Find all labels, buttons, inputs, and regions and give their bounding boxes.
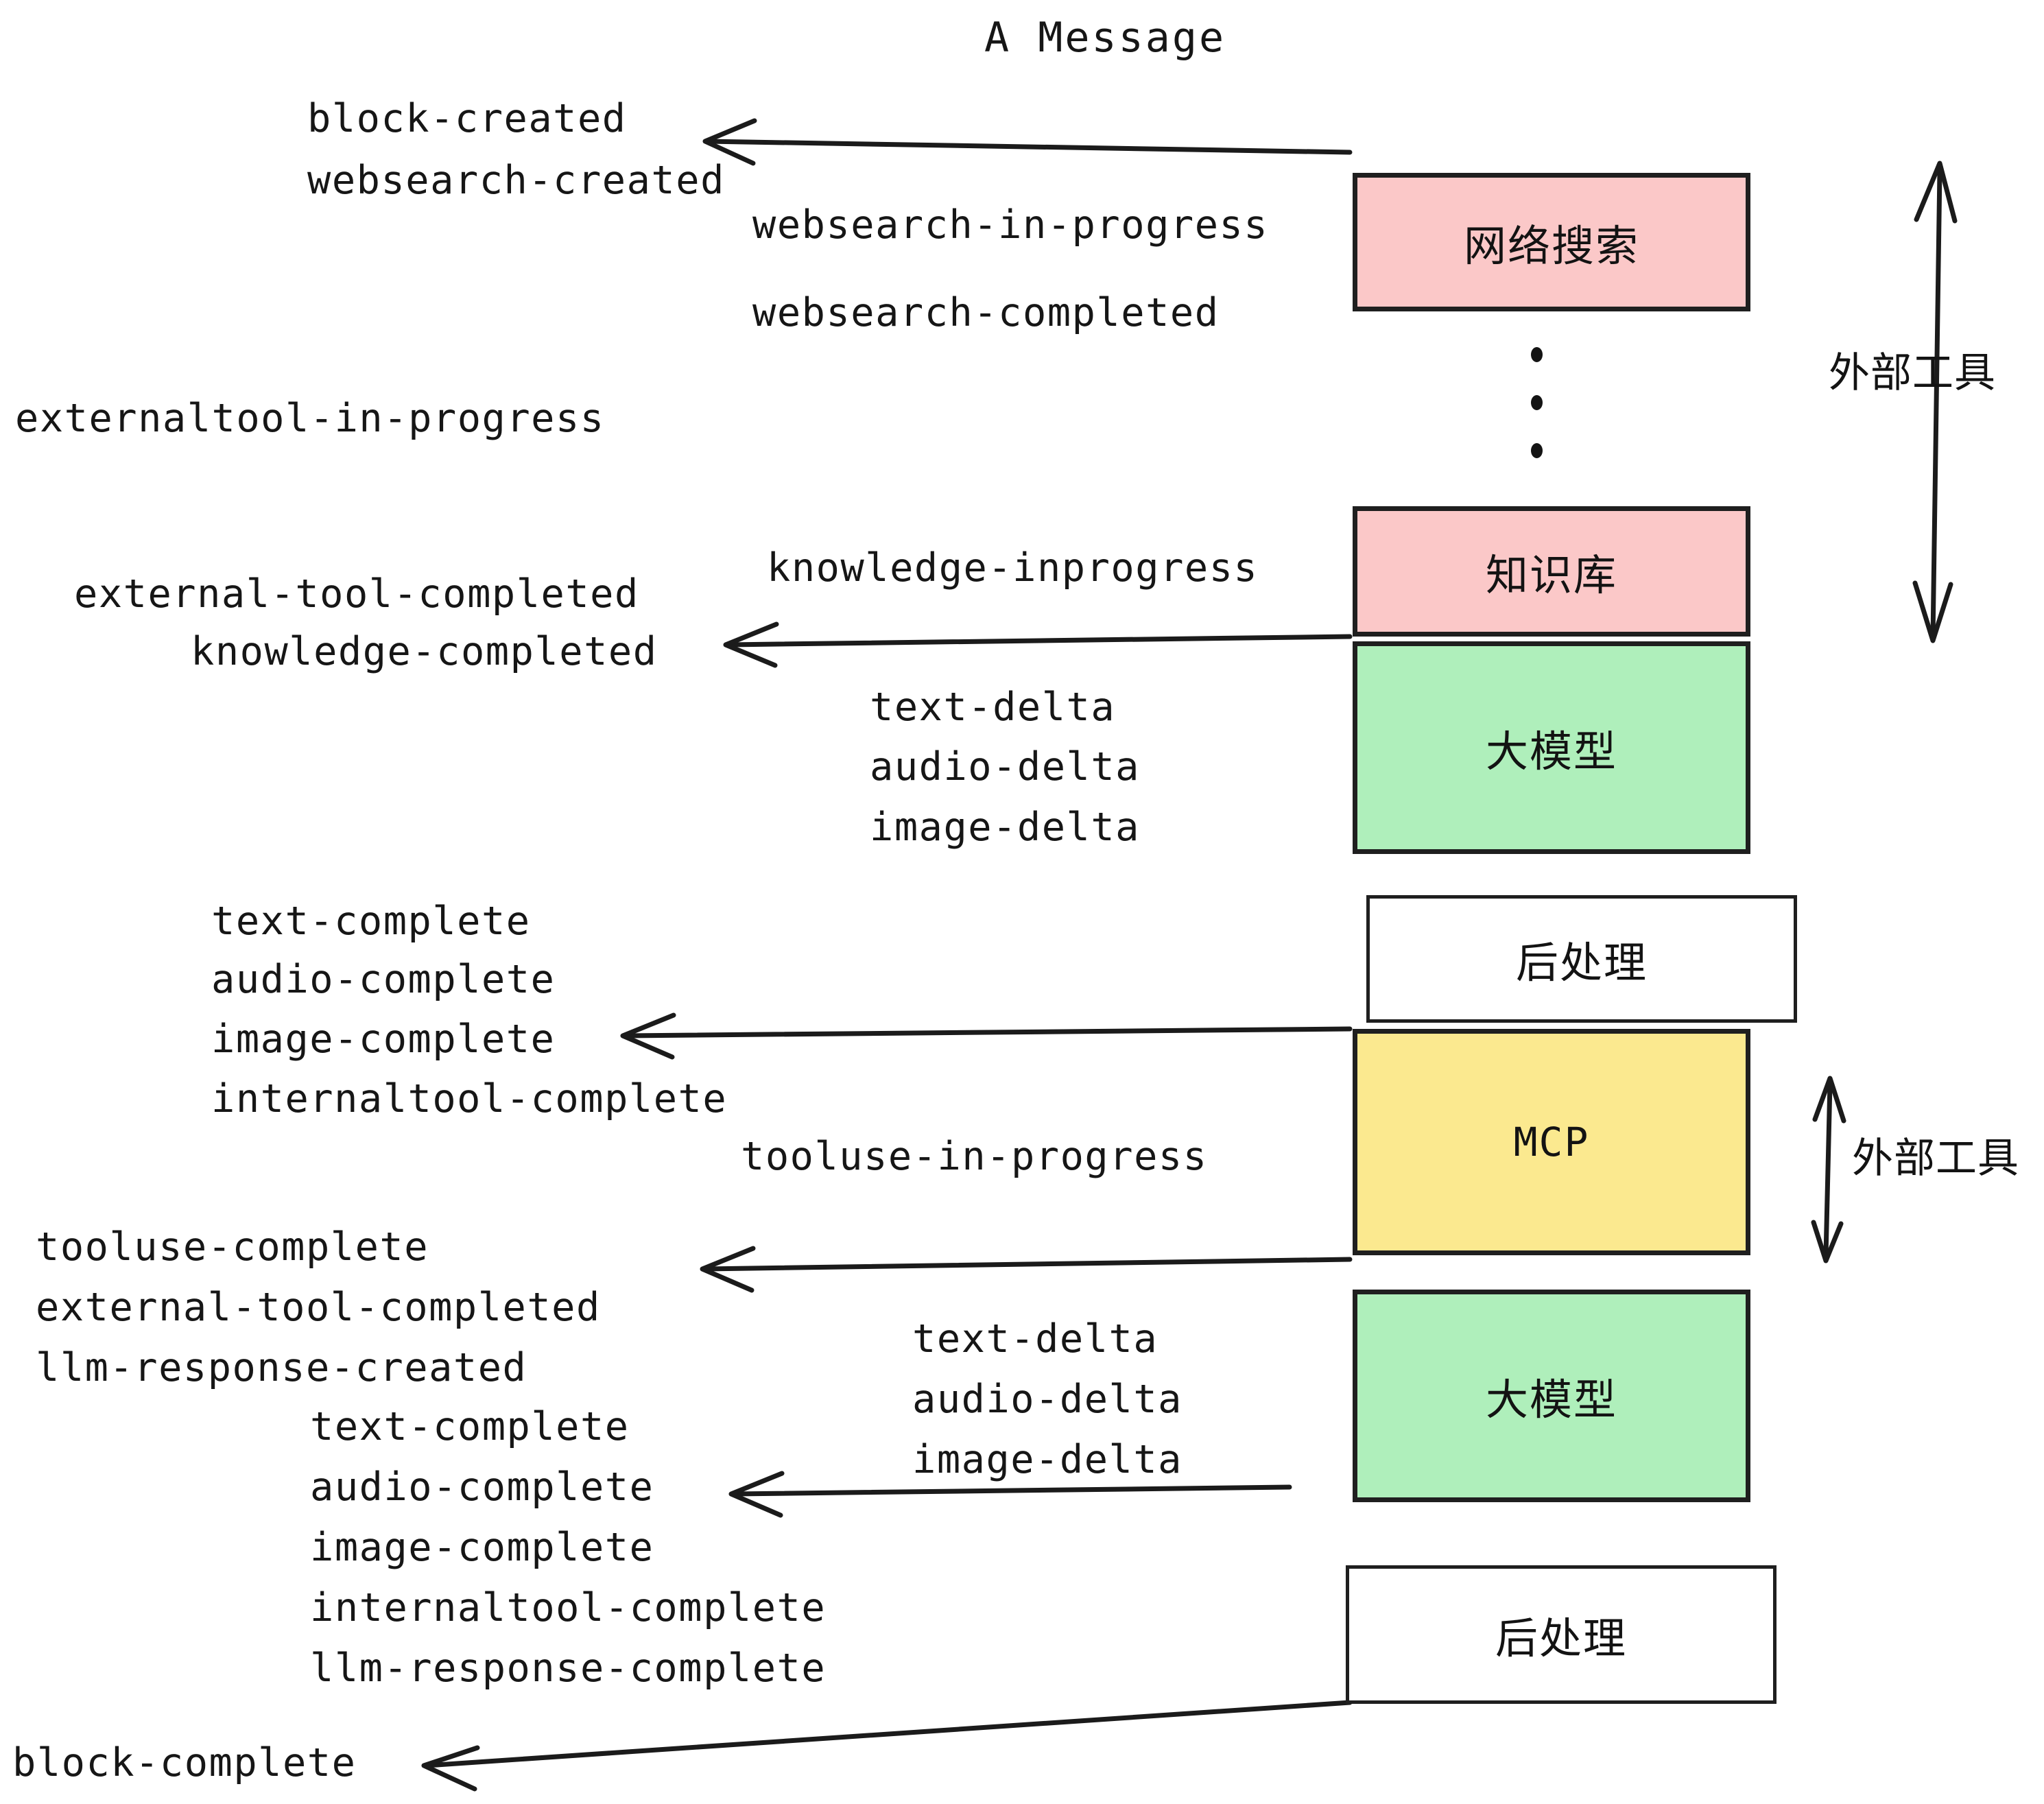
event-image-complete-2: image-complete [310, 1525, 654, 1570]
external-tools-top-axis [1930, 169, 1942, 641]
arrow-line-websearch-to-created [704, 139, 1353, 155]
arrow-line-postprocess1-to-image-complete [623, 1026, 1353, 1039]
page-title: A Message [984, 14, 1226, 62]
arrow-head-knowledge-to-completed [723, 621, 779, 668]
event-external-tool-completed-2: external-tool-completed [36, 1285, 601, 1330]
external-tools-bottom-arrowhead-up [1812, 1076, 1846, 1124]
node-llm-2[interactable]: 大模型 [1353, 1290, 1750, 1502]
external-tools-bottom-axis [1823, 1081, 1833, 1258]
arrow-line-mcp-to-tooluse-complete [702, 1257, 1353, 1272]
dot-2 [1530, 395, 1543, 410]
node-mcp[interactable]: MCP [1353, 1029, 1750, 1255]
event-audio-complete-2: audio-complete [310, 1464, 654, 1510]
event-text-complete-2: text-complete [310, 1404, 630, 1449]
event-text-delta-1: text-delta [870, 685, 1116, 730]
dot-1 [1530, 347, 1543, 362]
node-llm-1[interactable]: 大模型 [1353, 641, 1750, 854]
event-text-delta-2: text-delta [912, 1316, 1158, 1362]
node-knowledge[interactable]: 知识库 [1353, 506, 1750, 637]
event-llm-response-complete: llm-response-complete [310, 1646, 827, 1691]
node-llm-1-label: 大模型 [1485, 726, 1617, 776]
event-llm-response-created: llm-response-created [36, 1345, 527, 1390]
event-externaltool-in-progress: externaltool-in-progress [15, 396, 605, 441]
event-internaltool-complete-2: internaltool-complete [310, 1585, 827, 1630]
dot-3 [1530, 443, 1543, 458]
node-postprocess-2[interactable]: 后处理 [1346, 1565, 1776, 1704]
event-text-complete-1: text-complete [211, 899, 531, 944]
event-knowledge-inprogress: knowledge-inprogress [767, 545, 1259, 591]
event-knowledge-completed: knowledge-completed [191, 629, 658, 674]
event-image-delta-1: image-delta [870, 805, 1140, 850]
event-tooluse-complete: tooluse-complete [36, 1224, 429, 1270]
event-tooluse-in-progress: tooluse-in-progress [741, 1134, 1208, 1179]
node-postprocess-1-label: 后处理 [1515, 938, 1648, 988]
arrow-head-mcp-to-tooluse-complete [700, 1246, 756, 1293]
arrow-head-llm2-to-audio-complete [728, 1471, 785, 1518]
node-postprocess-1[interactable]: 后处理 [1366, 895, 1797, 1023]
event-internaltool-complete-1: internaltool-complete [211, 1076, 728, 1121]
event-image-complete-1: image-complete [211, 1017, 556, 1062]
ellipsis-dots [1530, 347, 1543, 458]
event-image-delta-2: image-delta [912, 1437, 1183, 1482]
event-websearch-created: websearch-created [307, 158, 725, 203]
event-audio-delta-1: audio-delta [870, 744, 1140, 790]
event-websearch-completed: websearch-completed [752, 290, 1220, 335]
external-tools-bottom-arrowhead-down [1811, 1220, 1844, 1263]
arrow-head-postprocess2-to-block-complete [421, 1745, 480, 1792]
group-label-external-tools-top: 外部工具 [1829, 349, 1996, 397]
arrow-head-websearch-to-created [702, 118, 757, 166]
arrow-line-knowledge-to-completed [726, 634, 1353, 648]
node-websearch[interactable]: 网络搜索 [1353, 173, 1750, 311]
arrow-line-llm2-to-audio-complete [731, 1484, 1292, 1497]
node-knowledge-label: 知识库 [1485, 550, 1617, 600]
event-external-tool-completed-1: external-tool-completed [74, 571, 639, 617]
node-llm-2-label: 大模型 [1485, 1375, 1617, 1425]
event-audio-delta-2: audio-delta [912, 1377, 1183, 1422]
event-audio-complete-1: audio-complete [211, 957, 556, 1002]
arrow-head-postprocess1-to-image-complete [620, 1012, 676, 1060]
external-tools-top-arrowhead-up [1914, 161, 1958, 224]
node-postprocess-2-label: 后处理 [1495, 1613, 1627, 1663]
group-label-external-tools-bottom: 外部工具 [1852, 1135, 2019, 1183]
node-websearch-label: 网络搜索 [1463, 221, 1639, 271]
node-mcp-label: MCP [1513, 1119, 1590, 1165]
event-block-created: block-created [307, 96, 627, 141]
arrow-line-postprocess2-to-block-complete [424, 1700, 1353, 1768]
external-tools-top-arrowhead-down [1912, 580, 1953, 643]
event-websearch-in-progress: websearch-in-progress [752, 202, 1269, 248]
event-block-complete: block-complete [12, 1740, 357, 1785]
